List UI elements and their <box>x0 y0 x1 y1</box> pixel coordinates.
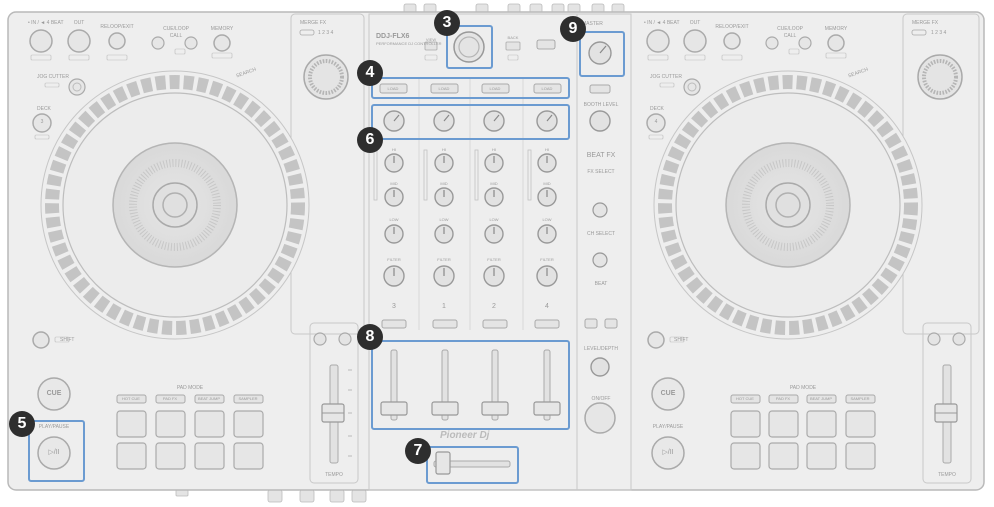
mid-label-1: MID <box>390 181 398 186</box>
model-label: DDJ-FLX6 <box>376 33 410 40</box>
highlight-play-pause <box>28 420 85 482</box>
load-label-4: LOAD <box>541 86 553 91</box>
pad-mode-label-left: PAD MODE <box>176 385 204 391</box>
load-label-1: LOAD <box>387 86 399 91</box>
deck-number-left: 3 <box>40 119 44 125</box>
merge-fx-numbers-right: 1 2 3 4 <box>931 30 947 36</box>
shift-label-left: SHIFT <box>60 337 75 343</box>
model-sub-label: PERFORMANCE DJ CONTROLLER <box>376 41 442 46</box>
cue-loop-label-right: CUE/LOOP <box>777 26 803 32</box>
filter-label-3: FILTER <box>487 257 501 262</box>
ch-select-label: CH SELECT <box>586 231 616 237</box>
merge-fx-label: MERGE FX <box>300 20 327 26</box>
hi-label-4: HI <box>545 147 549 152</box>
beat-label: BEAT <box>594 281 608 287</box>
low-label-3: LOW <box>489 217 499 222</box>
callout-badge-5: 5 <box>9 411 35 437</box>
in-beat-label: • IN / ◄ 4 BEAT <box>28 20 64 26</box>
memory-label-right: MEMORY <box>824 26 848 32</box>
pad-mode-hot-cue-left: HOT CUE <box>122 396 140 401</box>
play-pause-label-right: PLAY/PAUSE <box>652 424 684 430</box>
view-label: VIEW <box>425 37 437 42</box>
highlight-trim-knobs <box>371 104 570 140</box>
channel-number-3: 2 <box>492 303 496 310</box>
callout-badge-8: 8 <box>357 324 383 350</box>
pad-mode-hot-cue-right: HOT CUE <box>736 396 754 401</box>
jog-cutter-label-right: JOG CUTTER <box>650 74 682 80</box>
cue-label-right: CUE <box>660 390 676 397</box>
mid-label-4: MID <box>543 181 551 186</box>
left-deck <box>29 13 365 484</box>
filter-label-2: FILTER <box>437 257 451 262</box>
cue-loop-label: CUE/LOOP <box>163 26 189 32</box>
call-label: CALL <box>169 33 183 39</box>
highlight-browse-knob <box>446 25 493 69</box>
pad-mode-beat-jump-left: BEAT JUMP <box>197 396 221 401</box>
highlight-master-level <box>579 31 625 77</box>
memory-label: MEMORY <box>210 26 234 32</box>
deck-number-right: 4 <box>654 119 658 125</box>
right-deck <box>646 13 980 484</box>
callout-badge-3: 3 <box>434 10 460 36</box>
booth-level-label: BOOTH LEVEL <box>583 102 619 108</box>
deck-label-right: DECK <box>650 106 664 112</box>
call-label-right: CALL <box>783 33 797 39</box>
pad-mode-pad-fx-right: PAD FX <box>775 396 791 401</box>
shift-label-right: SHIFT <box>674 337 689 343</box>
hi-label-3: HI <box>492 147 496 152</box>
pad-mode-sampler-left: SAMPLER <box>238 396 258 401</box>
fx-select-label: FX SELECT <box>587 169 615 175</box>
highlight-load-buttons <box>371 77 570 99</box>
play-pause-label-left: PLAY/PAUSE <box>38 424 70 430</box>
hi-label-1: HI <box>392 147 396 152</box>
reloop-exit-label: RELOOP/EXIT <box>100 24 134 30</box>
in-beat-label-right: • IN / ◄ 4 BEAT <box>644 20 680 26</box>
pad-mode-sampler-right: SAMPLER <box>850 396 870 401</box>
merge-fx-numbers: 1 2 3 4 <box>318 30 334 36</box>
out-label-right: OUT <box>689 20 701 26</box>
pad-mode-pad-fx-left: PAD FX <box>162 396 178 401</box>
low-label-4: LOW <box>542 217 552 222</box>
back-label: BACK <box>507 35 519 40</box>
low-label-1: LOW <box>389 217 399 222</box>
level-depth-label: LEVEL/DEPTH <box>584 346 618 352</box>
merge-fx-label-right: MERGE FX <box>912 20 939 26</box>
out-label: OUT <box>73 20 85 26</box>
master-label: MASTER <box>582 21 603 27</box>
hi-label-2: HI <box>442 147 446 152</box>
tempo-label-right: TEMPO <box>938 472 956 478</box>
low-label-2: LOW <box>439 217 449 222</box>
filter-label-4: FILTER <box>540 257 554 262</box>
highlight-channel-faders <box>371 340 570 430</box>
bottom-connectors <box>175 489 367 503</box>
channel-number-1: 3 <box>392 303 396 310</box>
callout-badge-4: 4 <box>357 60 383 86</box>
pad-mode-label-right: PAD MODE <box>789 385 817 391</box>
reloop-exit-label-right: RELOOP/EXIT <box>715 24 749 30</box>
channel-number-2: 1 <box>442 303 446 310</box>
highlight-crossfader <box>426 446 519 484</box>
brand-logo: Pioneer Dj <box>440 430 490 441</box>
tempo-label-left: TEMPO <box>325 472 343 478</box>
cue-label-left: CUE <box>46 390 62 397</box>
mid-label-2: MID <box>440 181 448 186</box>
load-label-3: LOAD <box>489 86 501 91</box>
callout-badge-7: 7 <box>405 438 431 464</box>
on-off-label: ON/OFF <box>591 396 611 402</box>
load-label-2: LOAD <box>438 86 450 91</box>
channel-number-4: 4 <box>545 303 549 310</box>
filter-label-1: FILTER <box>387 257 401 262</box>
beat-fx-label: BEAT FX <box>586 152 616 159</box>
mixer-section <box>368 13 632 491</box>
play-symbol-left: ▷/II <box>48 449 60 456</box>
jog-cutter-label: JOG CUTTER <box>37 74 69 80</box>
deck-label: DECK <box>37 106 51 112</box>
mid-label-3: MID <box>490 181 498 186</box>
play-symbol-right: ▷/II <box>662 449 674 456</box>
pad-mode-beat-jump-right: BEAT JUMP <box>809 396 833 401</box>
callout-badge-9: 9 <box>560 16 586 42</box>
callout-badge-6: 6 <box>357 127 383 153</box>
